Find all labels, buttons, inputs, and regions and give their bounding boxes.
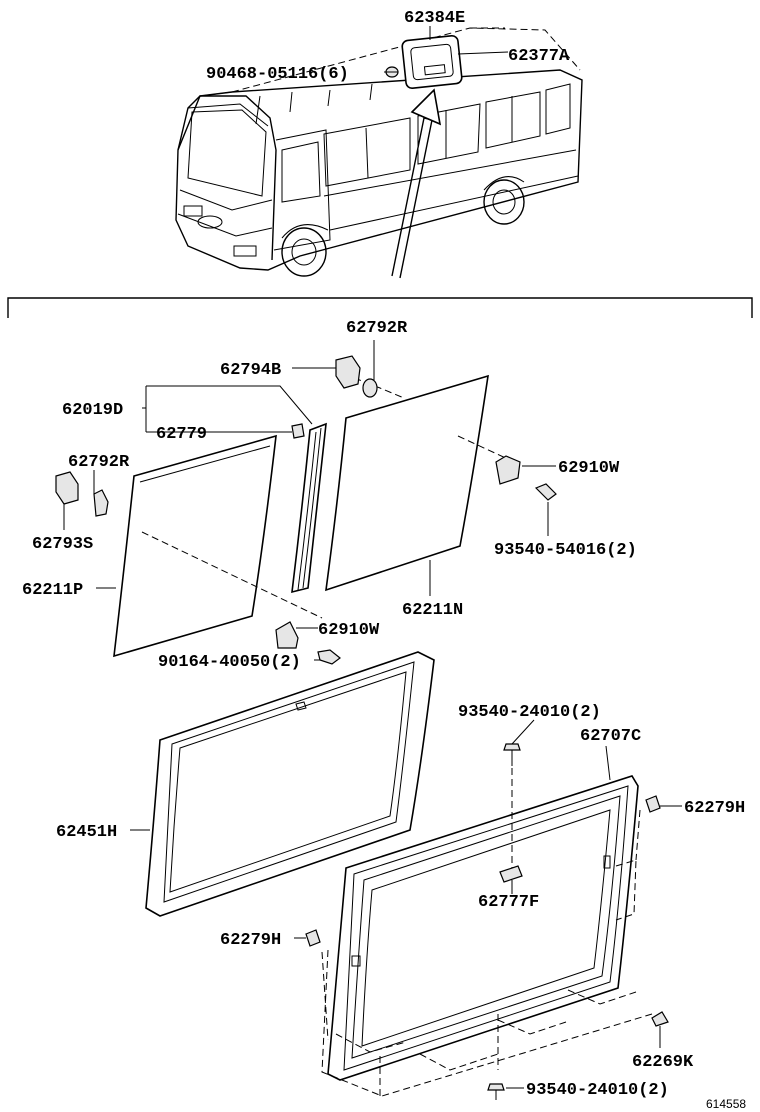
frame-assembly — [130, 651, 682, 1100]
label-62910W-right: 62910W — [558, 459, 620, 478]
label-90164-40050: 90164-40050(2) — [158, 653, 301, 672]
label-62451H: 62451H — [56, 823, 117, 842]
label-62279H-right: 62279H — [684, 799, 745, 818]
label-62279H-left: 62279H — [220, 931, 281, 950]
label-62910W-bottom: 62910W — [318, 621, 380, 640]
glass-assembly — [55, 340, 557, 665]
label-62792R-top: 62792R — [346, 319, 408, 338]
label-62794B: 62794B — [220, 361, 281, 380]
label-62377A: 62377A — [508, 47, 570, 66]
label-93540-24010-top: 93540-24010(2) — [458, 703, 601, 722]
label-62793S: 62793S — [32, 535, 93, 554]
label-62384E: 62384E — [404, 9, 465, 28]
label-62779: 62779 — [156, 425, 207, 444]
label-90468-05116: 90468-05116(6) — [206, 65, 349, 84]
label-93540-24010-bottom: 93540-24010(2) — [526, 1081, 669, 1100]
label-62211N: 62211N — [402, 601, 463, 620]
label-62792R-left: 62792R — [68, 453, 130, 472]
diagram-id: 614558 — [706, 1097, 746, 1111]
label-62211P: 62211P — [22, 581, 83, 600]
label-62269K: 62269K — [632, 1053, 694, 1072]
label-62777F: 62777F — [478, 893, 539, 912]
section-separator — [7, 297, 753, 318]
label-62707C: 62707C — [580, 727, 641, 746]
van-illustration — [175, 26, 583, 279]
label-93540-54016: 93540-54016(2) — [494, 541, 637, 560]
label-62019D: 62019D — [62, 401, 123, 420]
